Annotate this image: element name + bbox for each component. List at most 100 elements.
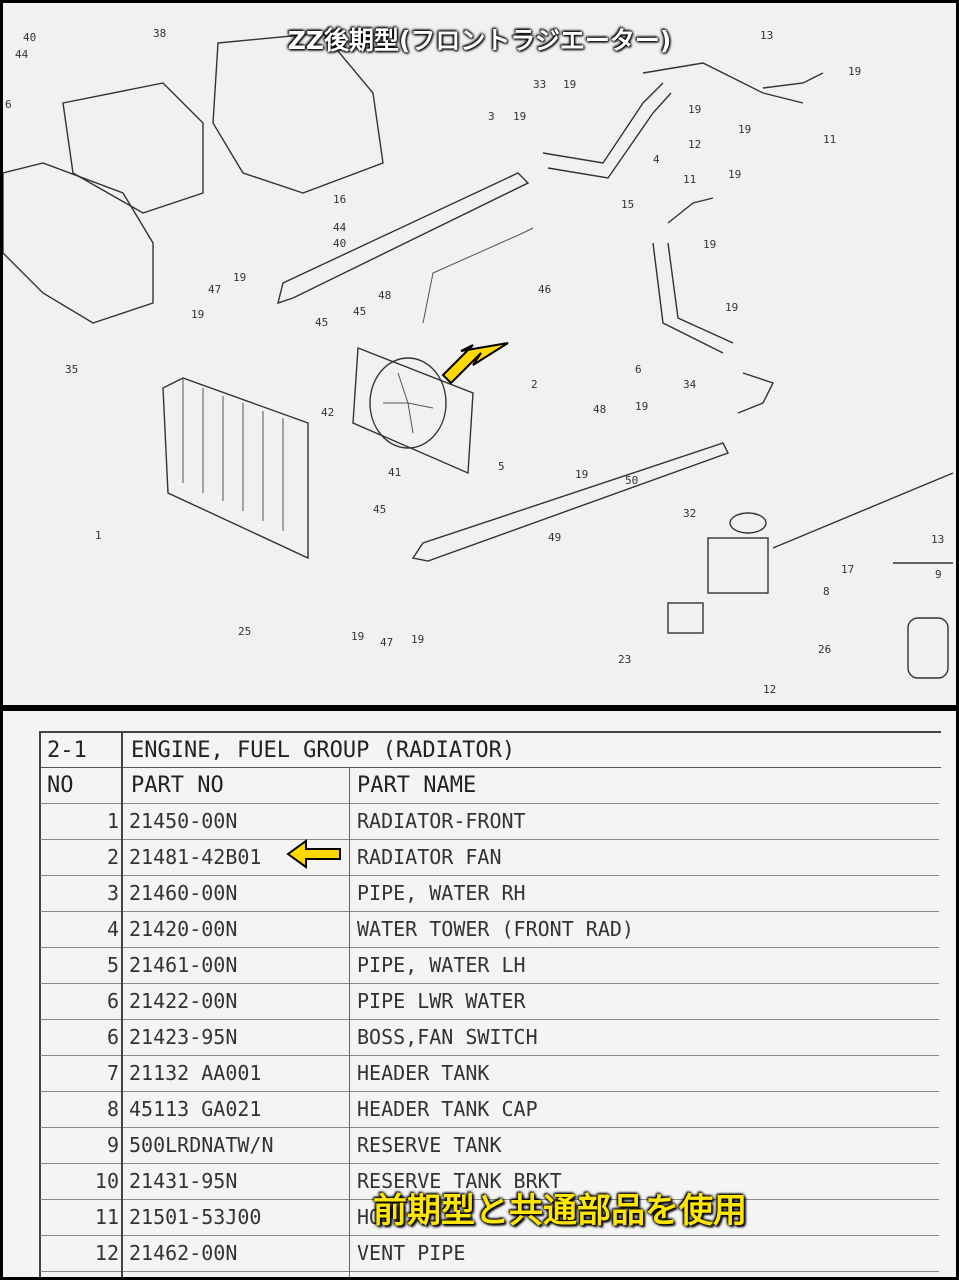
label: 35: [65, 363, 78, 376]
bottom-banner-caption: 前期型と共通部品を使用: [373, 1191, 747, 1231]
label: 19: [703, 238, 716, 251]
label: 12: [763, 683, 776, 696]
label: 38: [153, 27, 166, 40]
pipe-3: [277, 172, 530, 305]
label: 23: [618, 653, 631, 666]
label: 2: [531, 378, 538, 391]
label: 9: [935, 568, 942, 581]
fan-2: [369, 357, 447, 449]
label: 26: [818, 643, 831, 656]
part-name: RADIATOR-FRONT: [357, 809, 526, 833]
label: 33: [533, 78, 546, 91]
shroud-38: [62, 82, 204, 214]
part-number: 45113 GA021: [129, 1097, 262, 1121]
part-number: 500LRDNATW/N: [129, 1133, 274, 1157]
label: 1: [95, 529, 102, 542]
group-name: ENGINE, FUEL GROUP (RADIATOR): [131, 738, 516, 763]
label: 25: [238, 625, 251, 638]
label: 13: [760, 29, 773, 42]
part-number: 21423-95N: [129, 1025, 238, 1049]
part-name: WATER TOWER (FRONT RAD): [357, 917, 634, 941]
label: 40: [23, 31, 36, 44]
label: 50: [625, 474, 638, 487]
col-header-part-no: PART NO: [131, 773, 224, 798]
label: 45: [315, 316, 328, 329]
radiator-1: [162, 377, 309, 560]
label: 47: [380, 636, 393, 649]
pipe-6: [652, 242, 724, 354]
label: 48: [593, 403, 606, 416]
label: 13: [931, 533, 944, 546]
part-number: 21462-00N: [129, 1241, 238, 1265]
label: 6: [635, 363, 642, 376]
part-number: 21132 AA001: [129, 1061, 262, 1085]
part-name: RESERVE TANK: [357, 1133, 502, 1157]
col-header-part-name: PART NAME: [357, 773, 477, 798]
label: 17: [841, 563, 854, 576]
label: 32: [683, 507, 696, 520]
part-number: 21481-42B01: [129, 845, 262, 869]
table-row: 9 500LRDNATW/N RESERVE TANK: [39, 1127, 939, 1163]
part-number: 21422-00N: [129, 989, 238, 1013]
label: 19: [725, 301, 738, 314]
part-number: 21460-00N: [129, 881, 238, 905]
label: 46: [538, 283, 551, 296]
label: 19: [688, 103, 701, 116]
label: 19: [411, 633, 424, 646]
group-number: 2-1: [47, 738, 87, 763]
cable-46: [422, 227, 534, 324]
part-number: 21501-53J00: [129, 1205, 262, 1229]
label: 19: [738, 123, 751, 136]
label: 3: [488, 110, 495, 123]
label: 11: [683, 173, 696, 186]
row-number: 11: [94, 1205, 119, 1229]
row-number: 3: [106, 881, 119, 905]
label: 5: [498, 460, 505, 473]
part-name: HEADER TANK CAP: [357, 1097, 538, 1121]
label: 19: [575, 468, 588, 481]
table-row: 5 21461-00N PIPE, WATER LH: [39, 947, 939, 983]
parts-table-panel: 2-1 ENGINE, FUEL GROUP (RADIATOR) NO PAR…: [3, 711, 956, 1277]
label: 15: [621, 198, 634, 211]
row-number: 5: [106, 953, 119, 977]
pipe-6-b: [667, 242, 734, 344]
label: 8: [823, 585, 830, 598]
hose-34: [737, 372, 774, 414]
label: 19: [191, 308, 204, 321]
table-row: 10 21431-95N RESERVE TANK BRKT: [39, 1163, 939, 1199]
label: 16: [333, 193, 346, 206]
part-number: 21461-00N: [129, 953, 238, 977]
row-number: 6: [106, 989, 119, 1013]
label: 19: [233, 271, 246, 284]
label: 45: [353, 305, 366, 318]
top-banner-caption: ZZ後期型(フロントラジエーター): [287, 26, 672, 55]
label: 12: [688, 138, 701, 151]
pipe-13: [772, 472, 954, 549]
label: 41: [388, 466, 401, 479]
hose-4: [542, 82, 664, 164]
row-number: 10: [94, 1169, 119, 1193]
column-divider: [121, 731, 123, 1277]
radiator-fins: [182, 378, 284, 531]
part-name: PIPE, WATER RH: [357, 881, 526, 905]
parts-diagram: 40 44 6 38 16 44 40 3 19 33 19 4 19 12 1…: [3, 27, 954, 696]
part-number: 21431-95N: [129, 1169, 238, 1193]
header-tank-7: [707, 537, 769, 594]
part-name: PIPE, WATER LH: [357, 953, 526, 977]
row-number: 9: [106, 1133, 119, 1157]
parts-diagram-panel: 40 44 6 38 16 44 40 3 19 33 19 4 19 12 1…: [3, 3, 956, 705]
part-name: RESERVE TANK BRKT: [357, 1169, 562, 1193]
label: 40: [333, 237, 346, 250]
label: 19: [728, 168, 741, 181]
table-header-row: NO PART NO PART NAME: [39, 767, 941, 804]
row-number: 7: [106, 1061, 119, 1085]
label: 49: [548, 531, 561, 544]
hose-11-upper: [762, 72, 824, 89]
part-name: HO: [357, 1205, 382, 1229]
